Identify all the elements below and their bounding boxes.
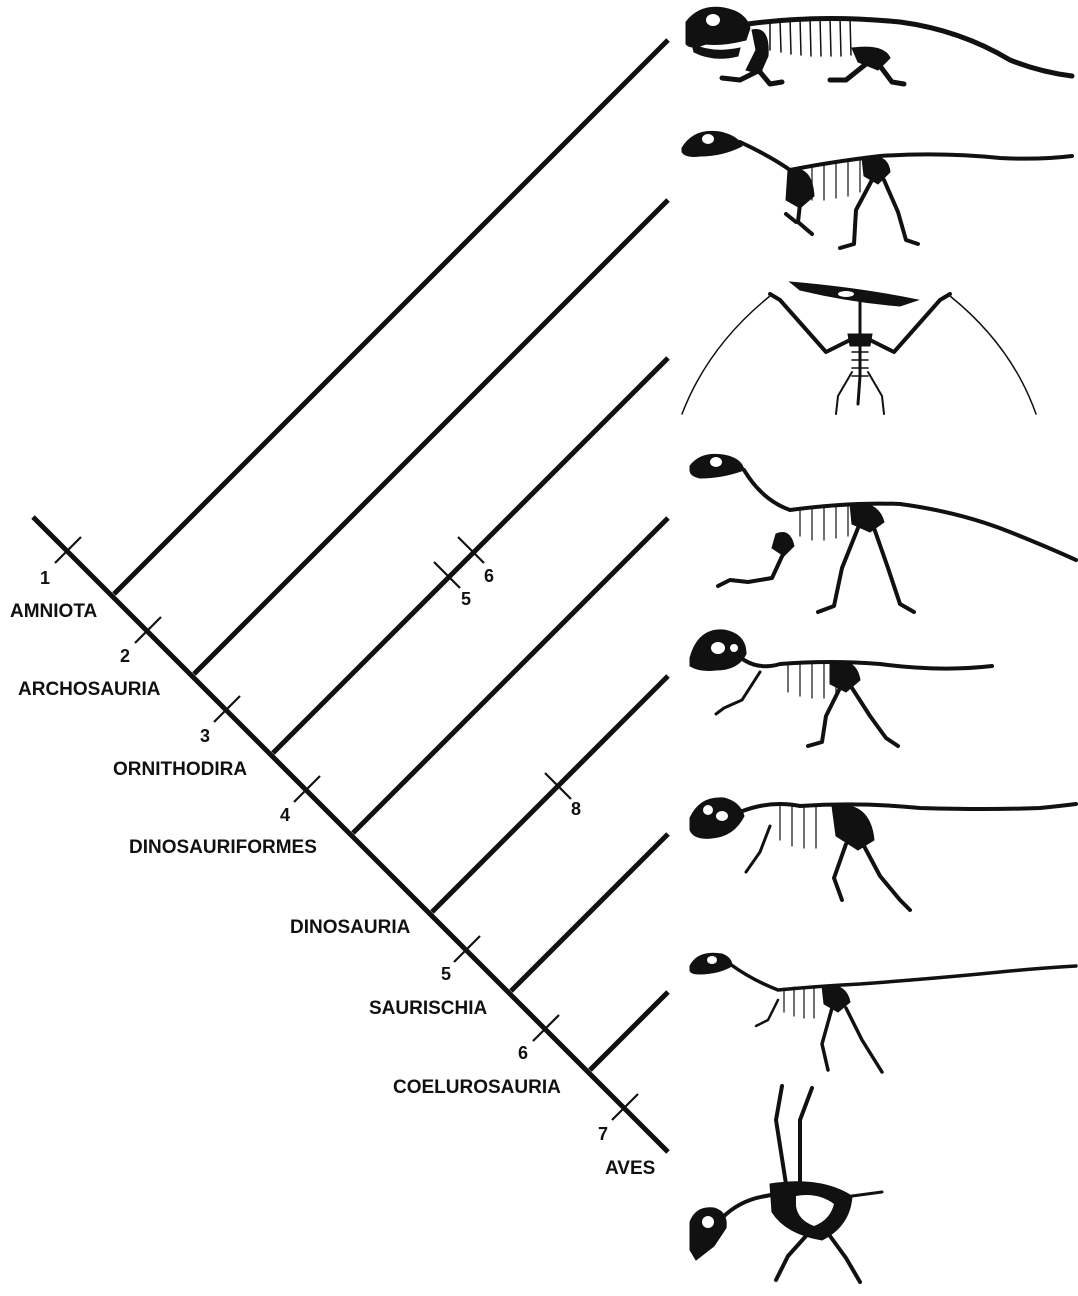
crocodylomorph-skeleton-icon (682, 131, 1072, 248)
dinosauromorph-skeleton-icon (690, 454, 1076, 612)
clade-label-archosauria: ARCHOSAURIA (18, 679, 161, 700)
branch-ornithischian (432, 676, 668, 912)
ornithischian-skeleton-icon (690, 630, 992, 746)
character-tick-5a (434, 562, 460, 588)
branch-pterosaur (273, 358, 668, 753)
bird-skeleton-icon (690, 1086, 882, 1282)
clade-label-dinosauriformes: DINOSAURIFORMES (129, 837, 317, 858)
clade-label-saurischia: SAURISCHIA (369, 998, 488, 1019)
character-label-5b: 5 (441, 964, 451, 984)
character-label-4: 4 (280, 805, 290, 825)
clade-label-aves: AVES (605, 1158, 655, 1179)
character-label-8: 8 (571, 799, 581, 819)
clade-label-amniota: AMNIOTA (10, 601, 98, 622)
theropod-skeleton-icon (690, 798, 1076, 910)
character-label-2: 2 (120, 646, 130, 666)
character-label-3: 3 (200, 726, 210, 746)
branch-coelurosaur (590, 992, 668, 1070)
branch-lizard (114, 40, 668, 594)
branch-dinosauromorph (353, 518, 668, 833)
character-tick-6a (458, 537, 484, 563)
character-label-6a: 6 (484, 566, 494, 586)
character-label-6b: 6 (518, 1043, 528, 1063)
lizard-skeleton-icon (686, 7, 1072, 84)
pterosaur-skeleton-icon (682, 282, 1036, 414)
clade-label-dinosauria: DINOSAURIA (290, 917, 411, 938)
clade-label-ornithodira: ORNITHODIRA (113, 759, 247, 780)
coelurosaur-skeleton-icon (690, 953, 1076, 1072)
branch-crocodylomorph (194, 200, 668, 674)
branch-theropod (511, 834, 668, 991)
clade-label-coelurosauria: COELUROSAURIA (393, 1077, 561, 1098)
character-label-7: 7 (598, 1124, 608, 1144)
character-label-1: 1 (40, 568, 50, 588)
character-label-5a: 5 (461, 589, 471, 609)
